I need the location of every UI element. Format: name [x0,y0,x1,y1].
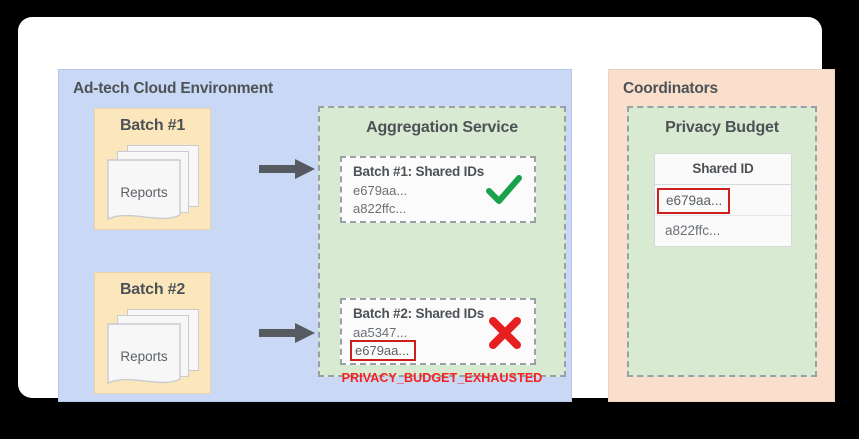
batch-2-reports-stack: Reports [107,309,201,387]
report-page-front-icon [107,323,181,385]
privacy-budget-box: Privacy Budget Shared ID e679aa... a822f… [627,106,817,377]
batch-2-title: Batch #2 [119,281,186,298]
ad-tech-cloud-environment-panel: Ad-tech Cloud Environment Batch #1 Repor… [58,69,572,402]
cloud-panel-title: Ad-tech Cloud Environment [73,80,273,97]
check-icon [486,175,522,204]
shared-id-value-highlighted: e679aa... [657,188,731,214]
privacy-budget-error-text: PRIVACY_BUDGET_EXHAUSTED [341,371,543,385]
aggregation-service-box: Aggregation Service Batch #1: Shared IDs… [318,106,566,385]
aggregation-batch-2-card-title: Batch #2: Shared IDs [353,306,485,321]
diagram-card: Ad-tech Cloud Environment Batch #1 Repor… [18,17,835,402]
batch-1-box: Batch #1 Reports [94,108,211,230]
batch-2-box: Batch #2 Reports [94,272,211,394]
batch-1-title: Batch #1 [119,117,186,134]
aggregation-batch-2-card: Batch #2: Shared IDs aa5347... e679aa... [340,298,536,365]
aggregation-batch-1-id-2: a822ffc... [353,201,407,216]
aggregation-batch-1-id-1: e679aa... [353,183,408,198]
privacy-budget-table: Shared ID e679aa... a822ffc... [654,153,792,247]
aggregation-service-title: Aggregation Service [366,119,518,136]
table-header-shared-id: Shared ID [655,154,791,185]
batch-1-reports-stack: Reports [107,145,201,223]
privacy-budget-title: Privacy Budget [665,119,779,136]
aggregation-batch-2-id-2-highlighted: e679aa... [350,340,417,361]
arrow-batch1-to-aggregation-icon [259,159,315,179]
coordinators-panel: Coordinators Privacy Budget Shared ID e6… [608,69,835,402]
report-page-front-icon [107,159,181,221]
aggregation-batch-1-card-title: Batch #1: Shared IDs [353,164,485,179]
arrow-batch2-to-aggregation-icon [259,323,315,343]
aggregation-batch-1-card: Batch #1: Shared IDs e679aa... a822ffc..… [340,156,536,223]
batch-1-reports-label: Reports [120,185,168,200]
batch-2-reports-label: Reports [120,349,168,364]
aggregation-batch-2-id-1: aa5347... [353,325,408,340]
cross-icon [489,317,521,349]
coordinators-title: Coordinators [623,80,718,97]
table-row: a822ffc... [665,223,721,238]
table-row: e679aa... [655,185,791,216]
